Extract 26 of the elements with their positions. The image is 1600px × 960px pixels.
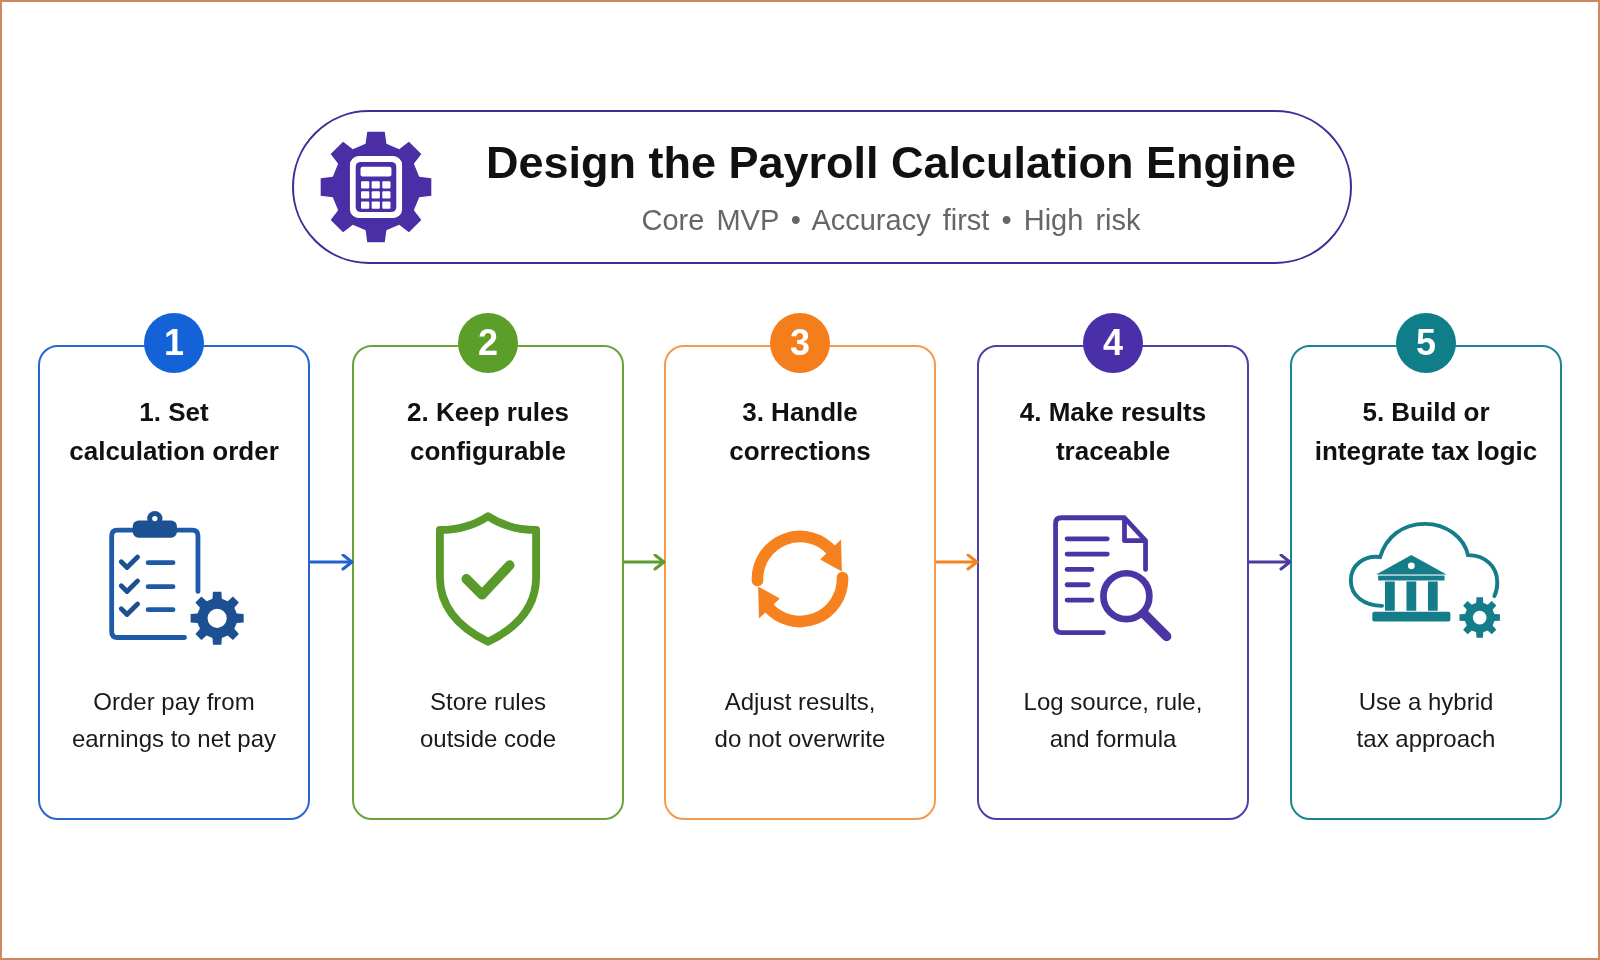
step-description: Log source, rule, and formula — [1022, 687, 1204, 754]
step-heading: 4. Make results traceable — [1018, 396, 1208, 468]
arrow — [936, 553, 979, 571]
arrow — [310, 553, 354, 571]
step-number-circle — [144, 313, 204, 373]
step-description: Adjust results, do not overwrite — [713, 687, 887, 754]
banner-subheading: Core MVP • Accuracy first • High risk — [641, 203, 1141, 237]
step-number-circle — [770, 313, 830, 373]
step-number: 2 — [478, 323, 498, 363]
step-heading: 3. Handle corrections — [728, 396, 872, 468]
step-number-circle — [458, 313, 518, 373]
step-number-circle — [1396, 313, 1456, 373]
step-number: 3 — [790, 323, 810, 363]
step-heading: 1. Set calculation order — [68, 396, 280, 468]
step-number: 4 — [1103, 323, 1123, 363]
arrow — [624, 553, 666, 571]
step-number: 5 — [1416, 323, 1436, 363]
banner-heading: Design the Payroll Calculation Engine — [485, 137, 1297, 189]
step-heading: 5. Build or integrate tax logic — [1313, 396, 1539, 468]
arrow — [1249, 553, 1292, 571]
step-description: Store rules outside code — [418, 687, 558, 754]
step-description: Use a hybrid tax approach — [1355, 687, 1497, 754]
step-number: 1 — [164, 323, 184, 363]
step-description: Order pay from earnings to net pay — [70, 687, 278, 754]
step-number-circle — [1083, 313, 1143, 373]
step-heading: 2. Keep rules configurable — [406, 396, 570, 468]
